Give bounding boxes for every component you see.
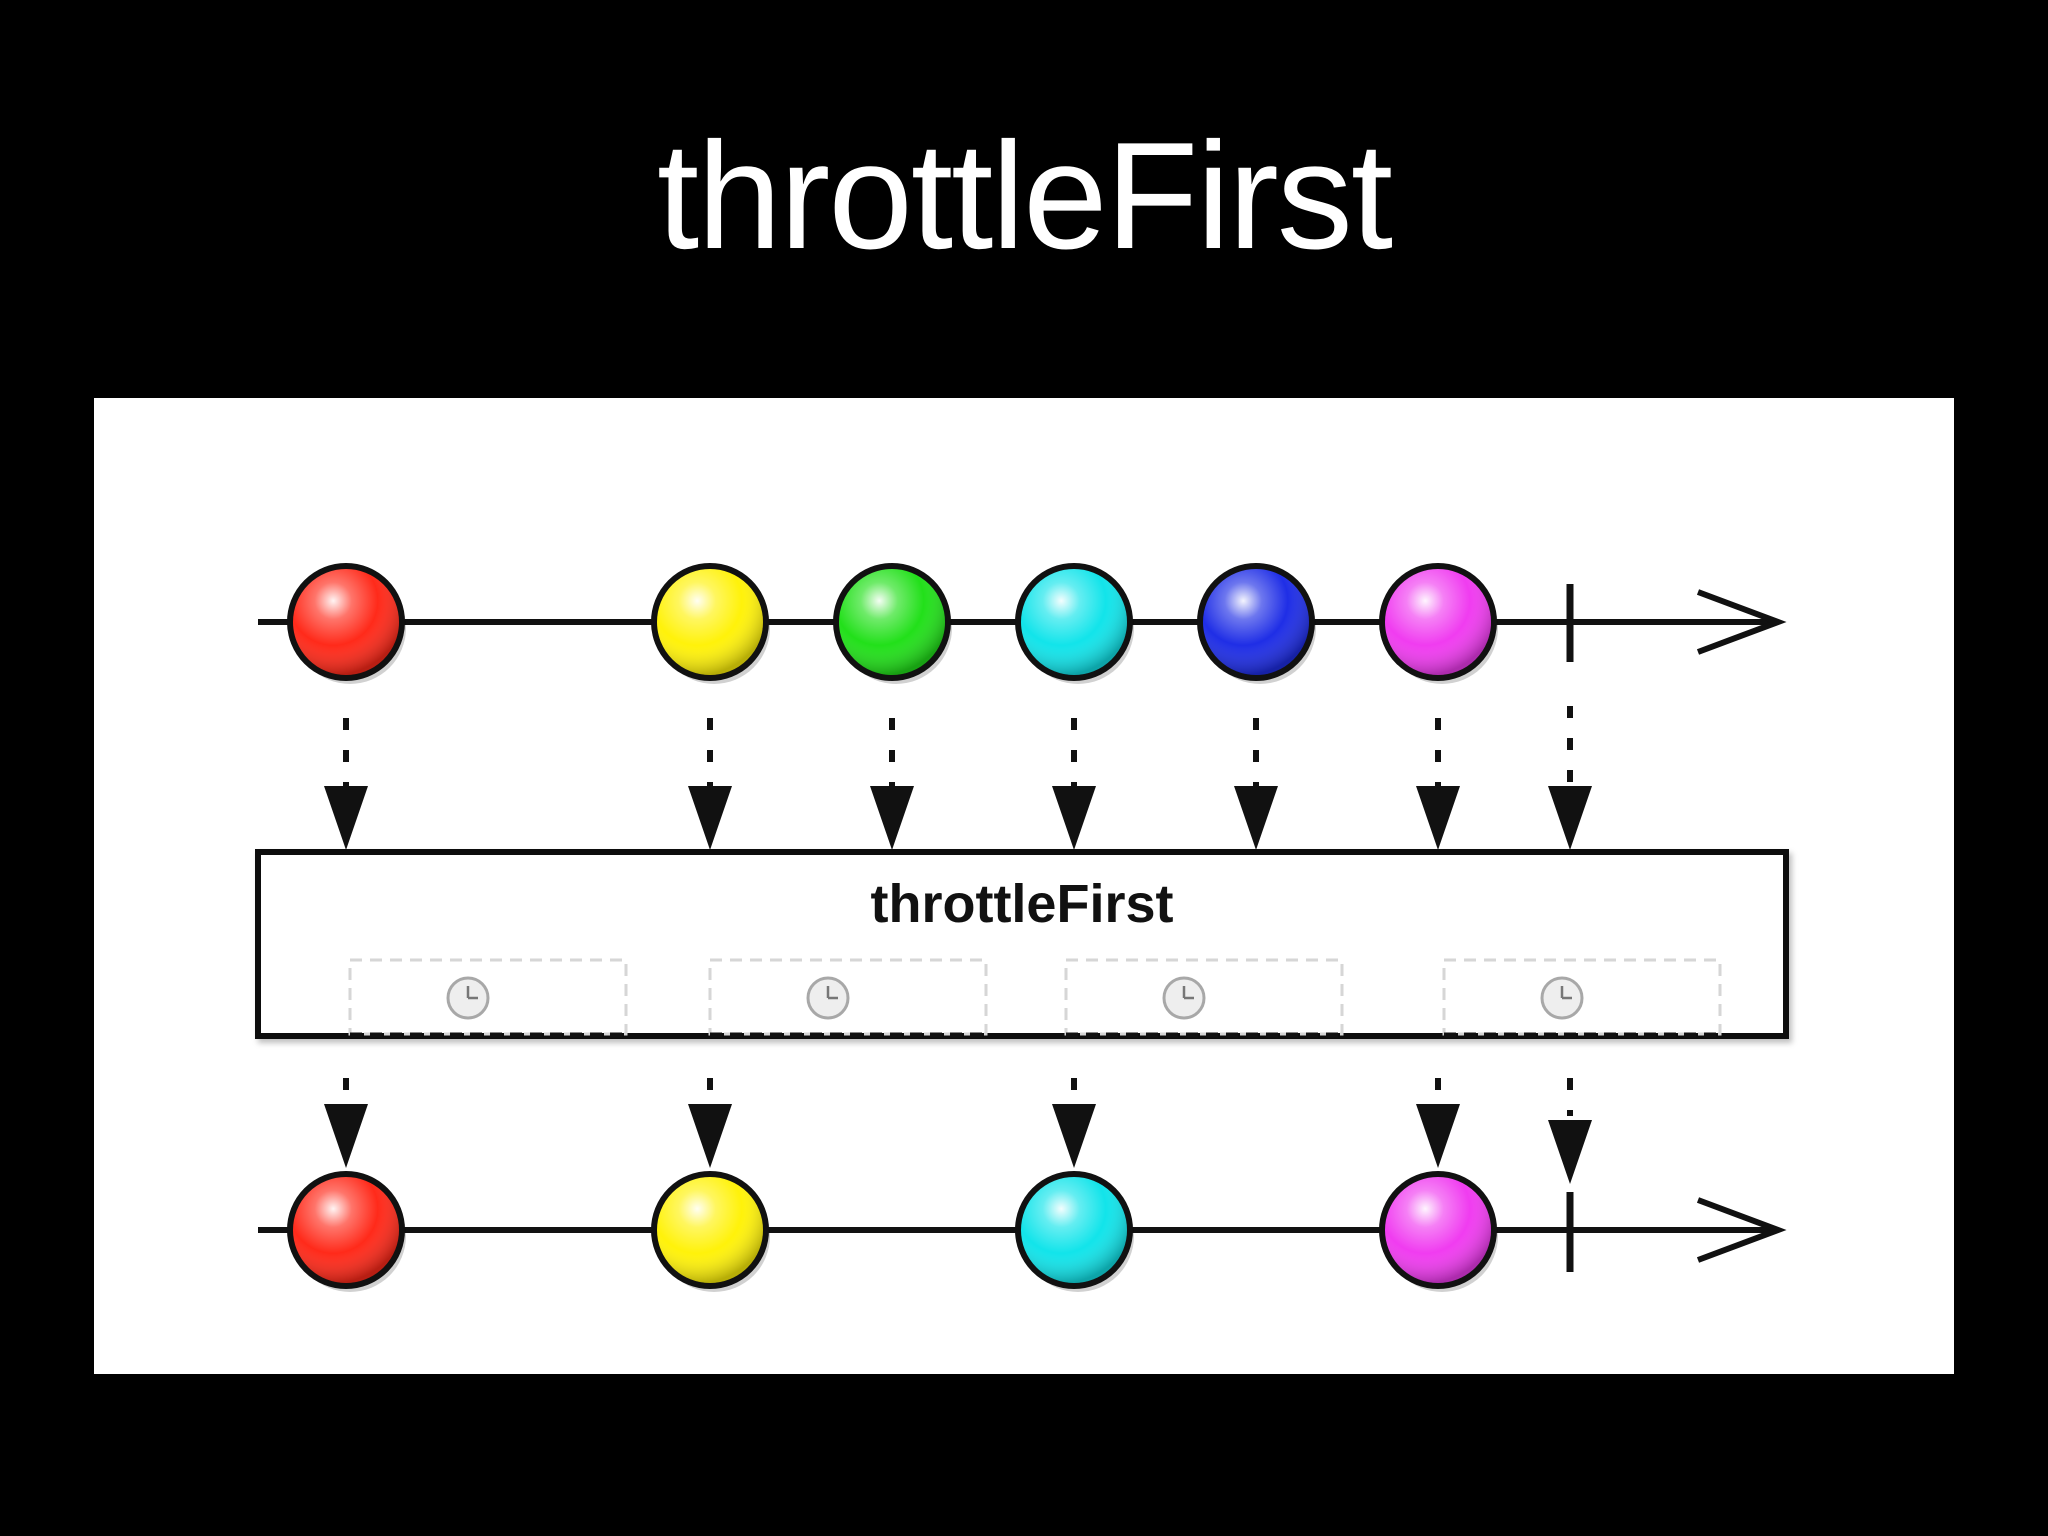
window-frame bbox=[708, 958, 988, 1036]
clock-icon bbox=[1540, 976, 1584, 1020]
arrow-down-icon bbox=[324, 1104, 368, 1168]
throttle-window bbox=[1064, 958, 1344, 1038]
window-frame bbox=[1064, 958, 1344, 1036]
output-arrow-completion bbox=[1548, 1078, 1592, 1184]
marble-gloss bbox=[1021, 569, 1127, 675]
arrow-down-icon bbox=[1052, 786, 1096, 850]
marble-diagram: throttleFirst bbox=[255, 563, 1789, 1292]
input-arrow-green bbox=[870, 718, 914, 850]
output-arrow-yellow bbox=[688, 1078, 732, 1168]
marble-gloss bbox=[293, 569, 399, 675]
throttle-window bbox=[708, 958, 988, 1038]
output-arrow-cyan bbox=[1052, 1078, 1096, 1168]
marble-output-red bbox=[287, 1171, 406, 1292]
operator-box bbox=[255, 849, 1789, 1039]
arrow-down-icon bbox=[1548, 1120, 1592, 1184]
clock-icon bbox=[806, 976, 850, 1020]
marble-gloss bbox=[839, 569, 945, 675]
output-arrow-magenta bbox=[1416, 1078, 1460, 1168]
slide-title: throttleFirst bbox=[656, 111, 1393, 281]
output-arrow-red bbox=[324, 1078, 368, 1168]
operator-box-frame bbox=[255, 849, 1789, 1039]
output-arrows bbox=[324, 1078, 1592, 1184]
source-marbles bbox=[287, 563, 1498, 684]
arrow-down-icon bbox=[688, 786, 732, 850]
throttle-window bbox=[348, 958, 628, 1038]
arrow-down-icon bbox=[1548, 786, 1592, 850]
source-arrows bbox=[324, 706, 1592, 850]
arrow-down-icon bbox=[1052, 1104, 1096, 1168]
marble-output-magenta bbox=[1379, 1171, 1498, 1292]
marble-gloss bbox=[1385, 569, 1491, 675]
arrow-down-icon bbox=[1234, 786, 1278, 850]
marble-diagram-panel: throttleFirst bbox=[94, 398, 1954, 1374]
clock-icon bbox=[446, 976, 490, 1020]
throttle-windows bbox=[348, 958, 1722, 1038]
output-marbles bbox=[287, 1171, 1498, 1292]
arrow-down-icon bbox=[1416, 786, 1460, 850]
marble-gloss bbox=[657, 569, 763, 675]
window-frame bbox=[348, 958, 628, 1036]
marble-gloss bbox=[657, 1177, 763, 1283]
arrow-down-icon bbox=[870, 786, 914, 850]
throttle-window bbox=[1442, 958, 1722, 1038]
operator-label: throttleFirst bbox=[871, 874, 1174, 934]
marble-gloss bbox=[293, 1177, 399, 1283]
output-arrowhead-icon bbox=[1696, 1197, 1787, 1263]
arrow-down-icon bbox=[1416, 1104, 1460, 1168]
source-arrowhead-icon bbox=[1696, 589, 1787, 655]
marble-input-green bbox=[833, 563, 952, 684]
marble-input-cyan bbox=[1015, 563, 1134, 684]
input-arrow-magenta bbox=[1416, 718, 1460, 850]
input-arrow-blue bbox=[1234, 718, 1278, 850]
marble-input-red bbox=[287, 563, 406, 684]
input-arrow-red bbox=[324, 718, 368, 850]
arrow-down-icon bbox=[688, 1104, 732, 1168]
marble-input-blue bbox=[1197, 563, 1316, 684]
arrow-down-icon bbox=[324, 786, 368, 850]
marble-input-yellow bbox=[651, 563, 770, 684]
marble-output-cyan bbox=[1015, 1171, 1134, 1292]
marble-gloss bbox=[1203, 569, 1309, 675]
window-frame bbox=[1442, 958, 1722, 1036]
marble-output-yellow bbox=[651, 1171, 770, 1292]
clock-icon bbox=[1162, 976, 1206, 1020]
marble-gloss bbox=[1385, 1177, 1491, 1283]
input-arrow-yellow bbox=[688, 718, 732, 850]
input-arrow-cyan bbox=[1052, 718, 1096, 850]
input-arrow-completion bbox=[1548, 706, 1592, 850]
marble-gloss bbox=[1021, 1177, 1127, 1283]
marble-input-magenta bbox=[1379, 563, 1498, 684]
